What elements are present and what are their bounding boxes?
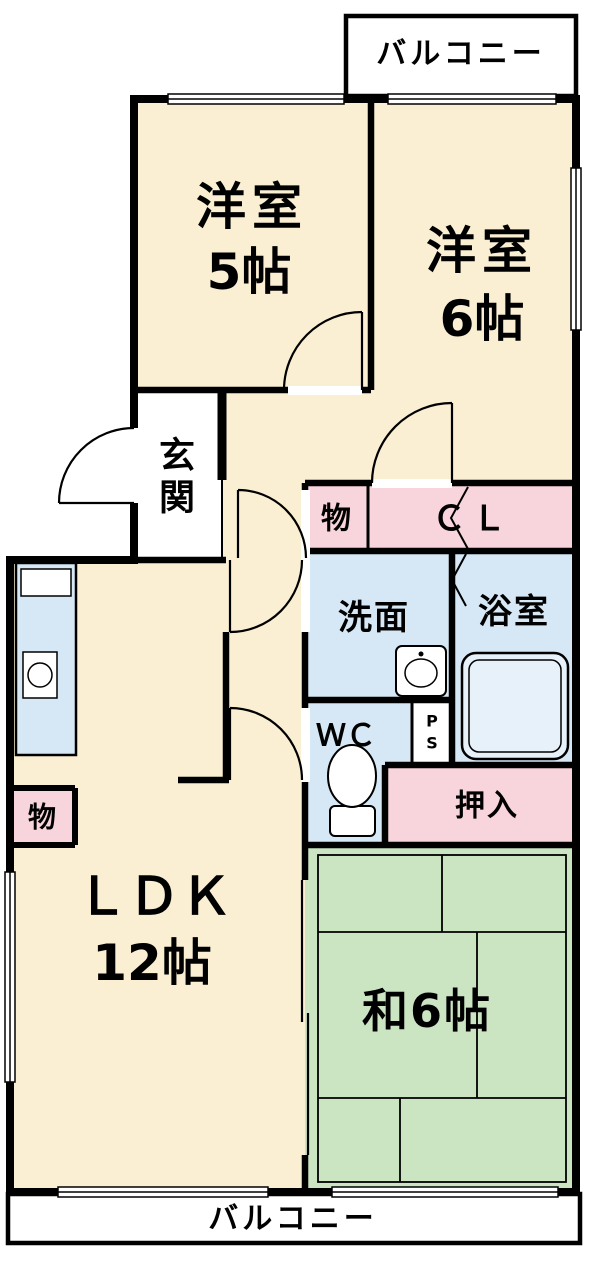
kitchen-counter: [14, 561, 78, 757]
storage-hall-label: 物: [321, 502, 351, 537]
washstand: [395, 645, 447, 697]
door-arc-storage-hall: [236, 488, 308, 559]
western5-name-label: 洋室: [196, 178, 308, 236]
western6-size-label: 6帖: [440, 290, 525, 348]
oshiire-label: 押入: [455, 789, 519, 824]
bathtub: [460, 651, 570, 761]
door-arc-wc: [228, 706, 304, 781]
door-arc-washroom: [228, 559, 304, 634]
door-arc-entrance: [57, 426, 135, 505]
toilet-tank-icon: [329, 805, 376, 837]
washstand-basin-icon: [404, 658, 438, 688]
door-arcs: [57, 310, 454, 781]
balcony-top-label: バルコニー: [376, 37, 545, 72]
toilet-bowl-icon: [327, 744, 377, 808]
tatami-lines: [318, 855, 566, 1182]
hall-upper-floor: [222, 390, 371, 483]
storage-ldk-floor: [10, 788, 75, 845]
door-opening-entrance: [130, 428, 139, 503]
ps-label-1: P: [426, 712, 438, 731]
thin-partitions: [366, 485, 414, 765]
storage-hall-floor: [305, 485, 368, 551]
door-opening-wc: [301, 708, 310, 782]
door-opening-washroom: [301, 490, 310, 632]
ps-label-2: S: [426, 734, 438, 753]
door-opening-western5: [288, 386, 362, 395]
folding-door-marks: [449, 486, 469, 607]
storage-ldk-label: 物: [28, 801, 56, 834]
entrance-label-2: 関: [159, 478, 195, 519]
closet-label: ＣＬ: [432, 499, 512, 539]
toilet-fixture: [327, 744, 377, 837]
inner-walls: [134, 99, 576, 1192]
western6-name-label: 洋室: [426, 222, 538, 280]
entrance-label-1: 玄: [159, 436, 195, 477]
kitchen-burner-icon: [27, 662, 53, 688]
closet-floor: [368, 485, 576, 551]
western-room-5-floor: [134, 99, 371, 390]
door-opening-western6: [372, 479, 452, 488]
door-arc-western6: [370, 401, 454, 484]
tatami-grid: [317, 854, 567, 1183]
kitchen-sink: [20, 568, 72, 597]
oshiire-floor: [385, 765, 576, 845]
storage-ldk-walls: [10, 785, 78, 848]
door-arc-western5: [282, 310, 364, 391]
sliding-door-japanese: [300, 880, 310, 1155]
bathtub-inner: [468, 659, 562, 753]
bathtub-outer: [460, 651, 570, 761]
balcony-top-outline: [343, 13, 579, 99]
wc-label: ＷＣ: [316, 719, 376, 754]
ldk-name-label: ＬＤＫ: [76, 867, 232, 927]
japanese-room-label: 和6帖: [362, 984, 492, 1038]
washstand-faucet-icon: [418, 651, 424, 657]
balcony-bottom-label: バルコニー: [208, 1202, 377, 1237]
bathroom-label: 浴室: [478, 592, 550, 632]
japanese-room-floor: [305, 845, 576, 1192]
ldk-size-label: 12帖: [92, 934, 212, 992]
windows: [4, 93, 582, 1198]
washroom-label: 洗面: [338, 598, 410, 638]
western5-size-label: 5帖: [207, 243, 292, 301]
